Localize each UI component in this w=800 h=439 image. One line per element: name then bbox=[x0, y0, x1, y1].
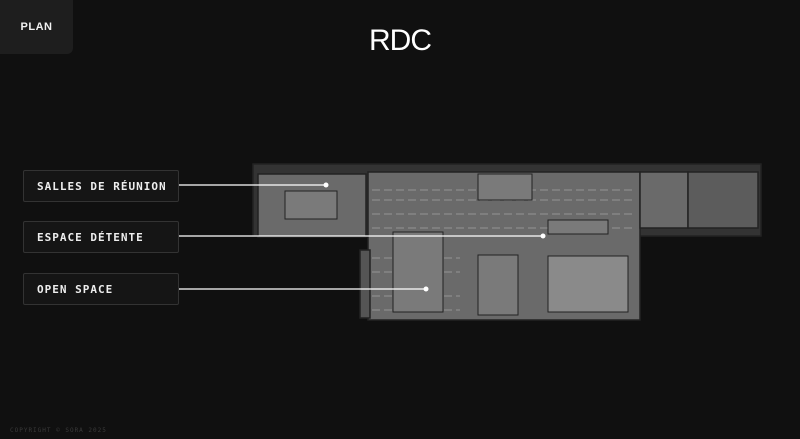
plan-tab-label: PLAN bbox=[20, 21, 53, 33]
marker-meeting bbox=[323, 182, 329, 188]
desk-block bbox=[392, 231, 444, 313]
zone-label-text: ESPACE DÉTENTE bbox=[37, 230, 144, 244]
entrance bbox=[639, 171, 689, 229]
zone-label-text: OPEN SPACE bbox=[37, 282, 114, 296]
page-title: RDC bbox=[369, 24, 432, 57]
staircase bbox=[477, 254, 519, 316]
meeting-table bbox=[284, 190, 338, 220]
kitchen-unit bbox=[477, 173, 533, 201]
zone-label-text: SALLES DE RÉUNION bbox=[37, 179, 167, 193]
marker-openspace bbox=[423, 286, 429, 292]
zone-label-lounge[interactable]: ESPACE DÉTENTE bbox=[23, 221, 179, 253]
copyright: COPYRIGHT © SORA 2025 bbox=[10, 427, 107, 434]
zone-label-open-space[interactable]: OPEN SPACE bbox=[23, 273, 179, 305]
plan-tab[interactable]: PLAN bbox=[0, 0, 73, 54]
lounge-rug bbox=[547, 255, 629, 313]
bar-counter bbox=[547, 219, 609, 235]
zone-label-meeting-rooms[interactable]: SALLES DE RÉUNION bbox=[23, 170, 179, 202]
restrooms bbox=[687, 171, 759, 229]
marker-lounge bbox=[540, 233, 546, 239]
